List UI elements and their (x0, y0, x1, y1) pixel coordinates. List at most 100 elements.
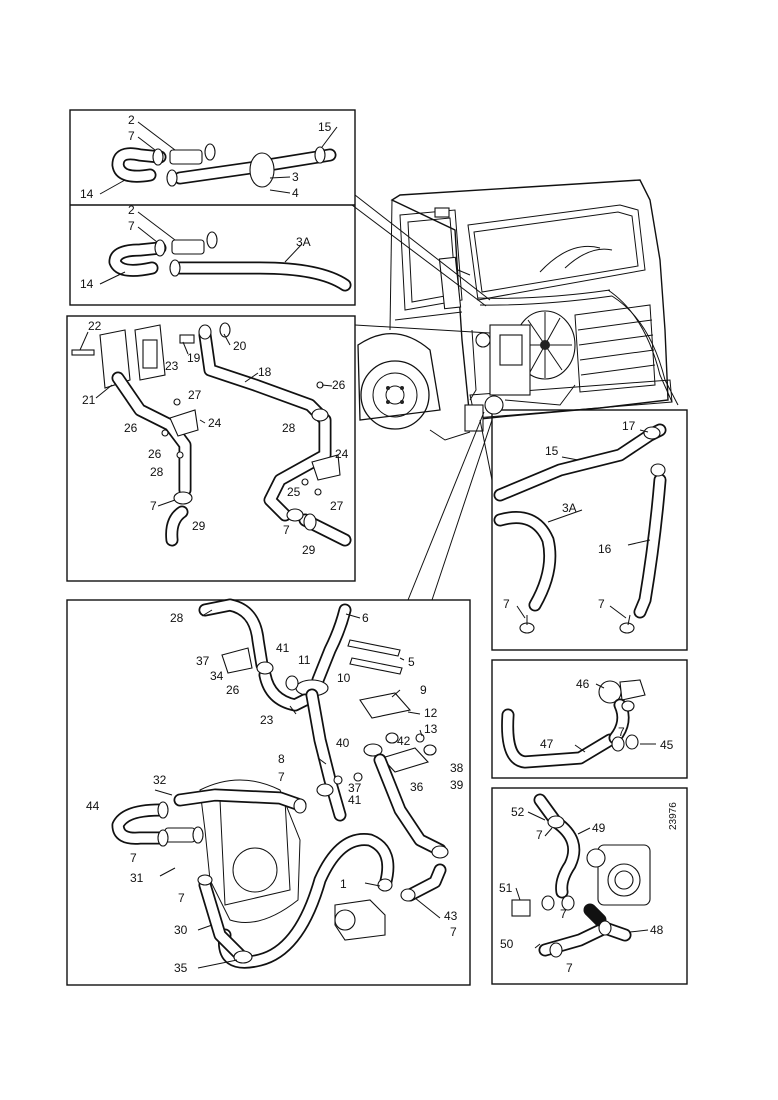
leader-bottom-panel (407, 411, 485, 601)
mid-left-labels: 22 23 19 20 18 21 27 24 26 26 28 28 26 2… (82, 319, 349, 557)
label-bl-1: 1 (340, 877, 347, 891)
label-bl-32: 32 (153, 773, 167, 787)
label-bl-6a: 6 (362, 611, 369, 625)
label-ml-7b: 7 (283, 523, 290, 537)
label-bl-41a: 41 (276, 641, 290, 655)
label-bl-13: 13 (424, 722, 438, 736)
label-ml-26c: 26 (332, 378, 346, 392)
panel-right-3 (491, 787, 688, 985)
label-r1-16: 16 (598, 542, 612, 556)
label-r3-7b: 7 (560, 907, 567, 921)
label-ml-26a: 26 (124, 421, 138, 435)
label-bl-5: 5 (408, 655, 415, 669)
label-r3-7c: 7 (566, 961, 573, 975)
label-ml-28b: 28 (282, 421, 296, 435)
label-ml-20: 20 (233, 339, 247, 353)
heater-unit (464, 310, 576, 432)
label-bl-10: 10 (337, 671, 351, 685)
label-bl-38: 38 (450, 761, 464, 775)
reference-number: 23976 (668, 802, 679, 830)
label-r2-45: 45 (660, 738, 674, 752)
panel-right-1 (491, 409, 688, 651)
panel-bottom-left (66, 599, 471, 986)
leader-right-panel (479, 419, 493, 481)
top-left-labels: 2 7 15 14 3 4 2 7 3A 14 (80, 113, 332, 291)
top-left-hoses (99, 121, 352, 292)
label-r2-7: 7 (618, 725, 625, 739)
right-1-labels: 17 15 3A 16 7 7 (503, 419, 636, 611)
leader-mid-panel (354, 324, 491, 334)
label-ml-27a: 27 (188, 388, 202, 402)
label-bl-40: 40 (336, 736, 350, 750)
label-ml-23: 23 (165, 359, 179, 373)
label-bl-42: 42 (397, 734, 411, 748)
label-bl-37a: 37 (196, 654, 210, 668)
right-2-labels: 46 7 47 45 (540, 677, 674, 752)
label-ml-27b: 27 (330, 499, 344, 513)
label-r3-52: 52 (511, 805, 525, 819)
label-bl-34: 34 (210, 669, 224, 683)
label-r1-15: 15 (545, 444, 559, 458)
connector-lines (351, 194, 493, 601)
label-r1-7a: 7 (503, 597, 510, 611)
label-bl-43: 43 (444, 909, 458, 923)
label-ml-19: 19 (187, 351, 201, 365)
label-tl-14b: 14 (80, 277, 94, 291)
label-r3-7a: 7 (536, 828, 543, 842)
label-r3-49: 49 (592, 821, 606, 835)
leader-top-panel-2 (351, 204, 487, 307)
label-ml-7a: 7 (150, 499, 157, 513)
label-tl-3: 3 (292, 170, 299, 184)
panel-right-2 (491, 659, 688, 779)
label-bl-7a: 7 (278, 770, 285, 784)
label-bl-7c: 7 (178, 891, 185, 905)
label-bl-11: 11 (298, 653, 311, 667)
label-r3-50: 50 (500, 937, 514, 951)
label-bl-7d: 7 (450, 925, 457, 939)
label-bl-44: 44 (86, 799, 100, 813)
label-ml-29b: 29 (302, 543, 316, 557)
label-r3-48: 48 (650, 923, 664, 937)
label-ml-21: 21 (82, 393, 96, 407)
label-r2-47: 47 (540, 737, 554, 751)
label-bl-36: 36 (410, 780, 424, 794)
label-tl-15: 15 (318, 120, 332, 134)
label-r3-51: 51 (499, 881, 513, 895)
label-ml-18: 18 (258, 365, 272, 379)
bottom-left-labels: 28 6 37 41 11 34 26 10 5 23 9 12 13 40 4… (86, 611, 464, 975)
right-3-labels: 52 7 49 51 7 48 50 7 (499, 805, 664, 975)
label-ml-24a: 24 (208, 416, 222, 430)
right-1-hoses (493, 423, 667, 634)
bottom-left-hoses (111, 598, 449, 969)
label-tl-14: 14 (80, 187, 94, 201)
label-ml-22: 22 (88, 319, 102, 333)
label-bl-41b: 41 (348, 793, 362, 807)
label-tl-2b: 2 (128, 203, 135, 217)
leader-top-panel (354, 194, 491, 301)
label-r1-17: 17 (622, 419, 636, 433)
panel-frames (66, 109, 688, 986)
right-3-hoses (511, 793, 651, 958)
label-ml-28a: 28 (150, 465, 164, 479)
label-bl-8: 8 (278, 752, 285, 766)
label-bl-26: 26 (226, 683, 240, 697)
label-bl-30: 30 (174, 923, 188, 937)
label-bl-9: 9 (420, 683, 427, 697)
label-ml-25: 25 (287, 485, 301, 499)
label-r1-7b: 7 (598, 597, 605, 611)
label-tl-3a: 3A (296, 235, 311, 249)
label-bl-23: 23 (260, 713, 274, 727)
label-tl-4: 4 (292, 186, 299, 200)
label-bl-28: 28 (170, 611, 184, 625)
leader-bottom-panel-2 (431, 419, 493, 601)
label-tl-7b: 7 (128, 219, 135, 233)
truck-cab-illustration (357, 179, 679, 441)
label-bl-37b: 37 (348, 781, 362, 795)
right-2-hoses (501, 679, 656, 769)
label-ml-29a: 29 (192, 519, 206, 533)
label-bl-7b: 7 (130, 851, 137, 865)
label-tl-7: 7 (128, 129, 135, 143)
label-bl-39: 39 (450, 778, 464, 792)
label-bl-12: 12 (424, 706, 438, 720)
